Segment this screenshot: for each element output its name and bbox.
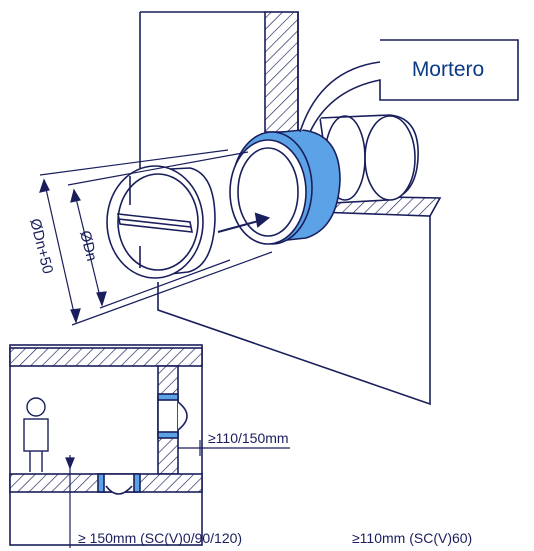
floor-clearance-label: ≥ 150mm (SC(V)0/90/120) <box>78 530 242 546</box>
floor-clearance-alt-label: ≥110mm (SC(V)60) <box>352 530 472 546</box>
mortar-ring <box>229 129 341 245</box>
duct-cylinder <box>319 114 419 204</box>
inner-diameter-label: ØDn <box>76 229 100 263</box>
diameter-dimension-lines <box>39 149 273 326</box>
outer-diameter-label: ØDn+50 <box>26 217 56 276</box>
wall-clearance-label: ≥110/150mm <box>208 430 289 446</box>
damper-unit <box>106 165 216 279</box>
callout-label: Mortero <box>412 58 484 81</box>
mortar-callout: Mortero <box>299 39 519 133</box>
person-icon <box>23 397 49 472</box>
insertion-arrow <box>217 212 271 233</box>
clearance-dimensions <box>65 440 290 548</box>
